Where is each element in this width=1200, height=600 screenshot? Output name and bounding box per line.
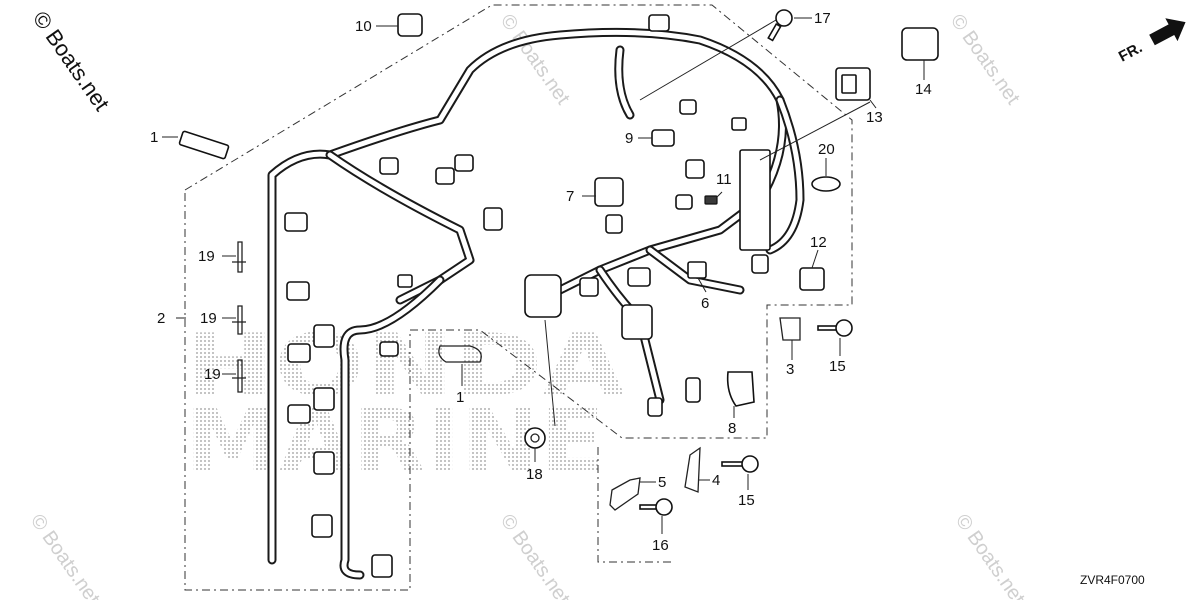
part-clamp-10[interactable] [397, 13, 423, 37]
front-direction-indicator: FR. [1116, 18, 1186, 66]
callout-5[interactable]: 5 [658, 474, 666, 491]
callout-1[interactable]: 1 [456, 389, 464, 406]
callout-7[interactable]: 7 [566, 188, 574, 205]
arrow-right-icon [1149, 18, 1186, 46]
callout-18[interactable]: 18 [526, 466, 543, 483]
callout-4[interactable]: 4 [712, 472, 720, 489]
callout-17[interactable]: 17 [814, 10, 831, 27]
callout-2[interactable]: 2 [157, 310, 165, 327]
part-connector-9[interactable] [651, 129, 675, 147]
callouts: 1 1 2 3 4 5 6 7 8 9 10 11 12 13 14 15 15… [150, 10, 932, 554]
part-clip-1-middle[interactable] [438, 345, 482, 363]
part-bracket-4[interactable] [684, 446, 701, 493]
part-band-20[interactable] [811, 176, 841, 192]
part-connector-13[interactable] [835, 67, 871, 101]
part-bracket-3[interactable] [779, 317, 801, 341]
part-bolt-15-lower[interactable] [721, 455, 759, 473]
callout-11[interactable]: 11 [716, 171, 732, 188]
callout-6[interactable]: 6 [701, 295, 709, 312]
part-bolt-15-upper[interactable] [817, 319, 853, 337]
callout-13[interactable]: 13 [866, 109, 883, 126]
callout-20[interactable]: 20 [818, 141, 835, 158]
corner-watermark: © Boats.net [28, 7, 115, 116]
diagram-code: ZVR4F0700 [1080, 573, 1145, 587]
harness-connectors [284, 14, 771, 578]
part-cover-6[interactable] [687, 261, 707, 279]
watermark-text: © Boats.net [496, 510, 574, 600]
callout-19[interactable]: 19 [198, 248, 215, 265]
leader-lines [162, 17, 925, 534]
callout-15[interactable]: 15 [829, 358, 846, 375]
part-nut-18[interactable] [524, 427, 546, 449]
callout-3[interactable]: 3 [786, 361, 794, 378]
part-cover-8[interactable] [726, 371, 755, 407]
callout-9[interactable]: 9 [625, 130, 633, 147]
watermark-text: © Boats.net [496, 10, 574, 109]
part-relay-14[interactable] [901, 27, 939, 61]
callout-19[interactable]: 19 [204, 366, 221, 383]
callout-8[interactable]: 8 [728, 420, 736, 437]
part-connector-11[interactable] [704, 195, 718, 205]
callout-12[interactable]: 12 [810, 234, 827, 251]
callout-16[interactable]: 16 [652, 537, 669, 554]
front-label: FR. [1116, 39, 1145, 65]
part-bolt-17[interactable] [767, 9, 793, 42]
watermark-text: © Boats.net [26, 510, 104, 600]
callout-15[interactable]: 15 [738, 492, 755, 509]
part-bracket-5[interactable] [609, 477, 641, 511]
part-clip-1-top[interactable] [178, 130, 230, 160]
watermark-text: © Boats.net [946, 10, 1024, 109]
callout-19[interactable]: 19 [200, 310, 217, 327]
part-cover-7[interactable] [594, 177, 624, 207]
big-watermark: HONDA MARINE [185, 316, 626, 491]
part-clip-19[interactable] [232, 241, 246, 393]
callout-1[interactable]: 1 [150, 129, 158, 146]
assembly-outline [184, 4, 853, 591]
part-connector-12[interactable] [799, 267, 825, 291]
part-bolt-16[interactable] [639, 498, 673, 516]
callout-14[interactable]: 14 [915, 81, 932, 98]
watermark-text: © Boats.net [951, 510, 1029, 600]
callout-10[interactable]: 10 [355, 18, 372, 35]
